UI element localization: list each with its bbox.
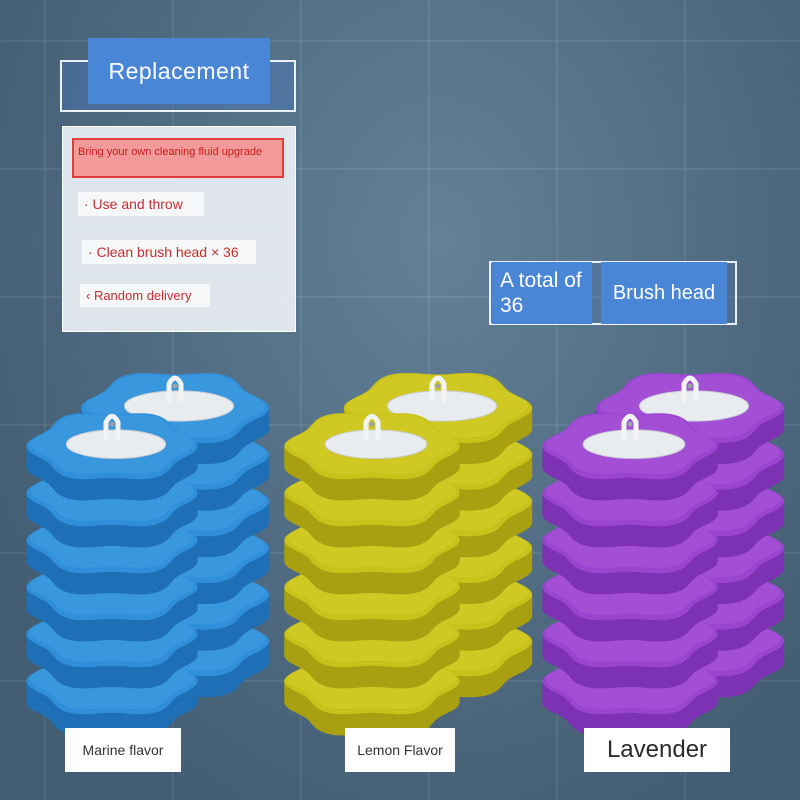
feature-use-and-throw: · Use and throw — [78, 192, 204, 216]
feature-highlight: Bring your own cleaning fluid upgrade — [72, 138, 284, 178]
feature-random-delivery: ‹ Random delivery — [80, 284, 210, 307]
total-count-label: A total of 36 — [492, 262, 592, 324]
flavor-label-marine: Marine flavor — [65, 728, 181, 772]
total-unit-label: Brush head — [601, 262, 727, 324]
flavor-label-lavender: Lavender — [584, 728, 730, 772]
sponge-stack-lemon-front — [284, 413, 460, 736]
flavor-label-lemon: Lemon Flavor — [345, 728, 455, 772]
sponge-stack-lavender-front — [542, 413, 718, 736]
page-title: Replacement — [88, 38, 270, 104]
feature-brush-head-count: · Clean brush head × 36 — [82, 240, 256, 264]
sponge-stack-marine-front — [26, 413, 198, 736]
